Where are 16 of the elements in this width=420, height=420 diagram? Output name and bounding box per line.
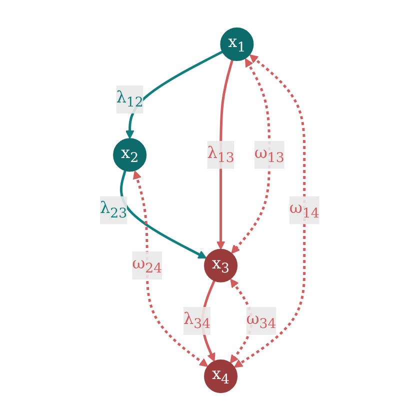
- edge-label: ω$_{24}$: [132, 253, 162, 276]
- arrow: [120, 170, 208, 258]
- arrow: [126, 50, 224, 139]
- node-circle: x$_{1}$: [220, 27, 254, 61]
- arrow: [234, 54, 306, 368]
- edge-label: ω$_{13}$: [254, 142, 285, 166]
- edge-label: ω$_{14}$: [290, 198, 320, 222]
- edge-label: ω$_{34}$: [246, 308, 277, 332]
- node-circle: x$_{2}$: [113, 138, 147, 172]
- edge-label: λ$_{23}$: [100, 198, 128, 222]
- edge-label: λ$_{12}$: [116, 87, 144, 110]
- edge-label: λ$_{13}$: [208, 142, 235, 166]
- edge-label: λ$_{34}$: [184, 308, 211, 332]
- arrow: [133, 170, 208, 367]
- node-circle: x$_{3}$: [204, 248, 238, 282]
- node-circle: x$_{4}$: [204, 359, 238, 393]
